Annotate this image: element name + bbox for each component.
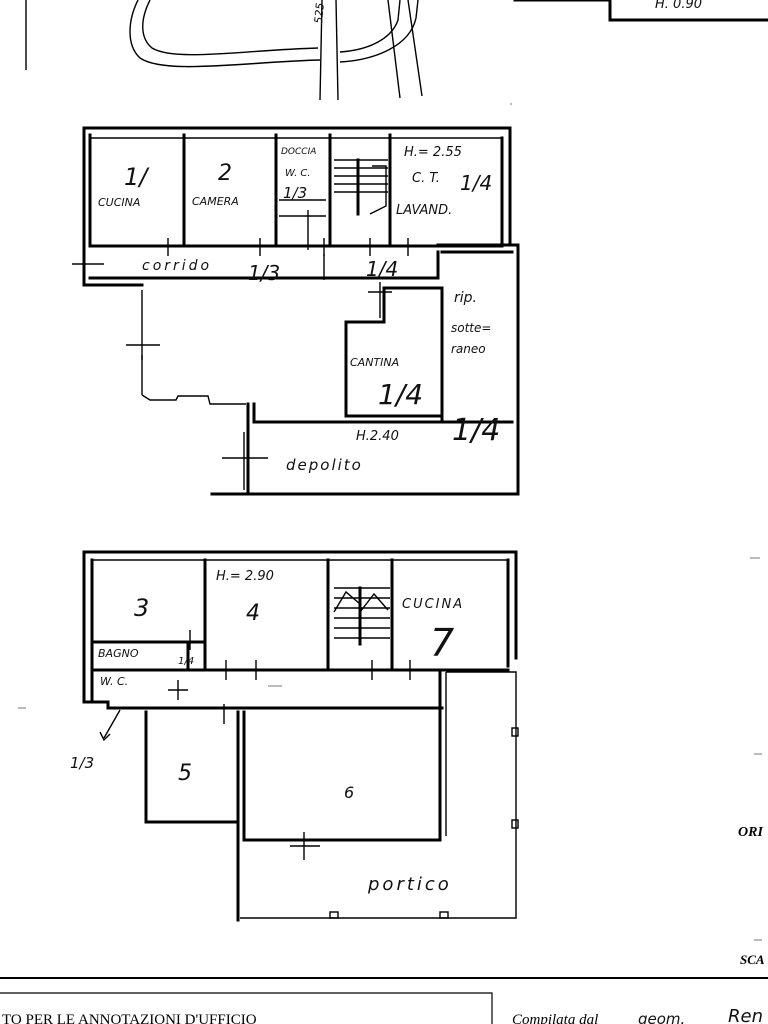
room-4-height: H.= 2.90 (216, 569, 274, 584)
bagno-share: 1/3 (70, 754, 94, 772)
footer-rules (0, 977, 768, 1024)
lavand-name-2: LAVAND. (396, 203, 452, 218)
rip-share: 1/4 (452, 413, 500, 448)
rip-line-1: rip. (454, 290, 477, 306)
room-2-number: 2 (218, 161, 232, 186)
top-fragment-label: H. 0.90 (655, 0, 702, 12)
lavand-name: C. T. (412, 171, 440, 186)
room-1-number: 1/ (124, 163, 150, 191)
bagno-label: BAGNO (98, 647, 139, 660)
upper-plan-details (72, 158, 409, 490)
doccia-wc-label: W. C. (285, 168, 311, 179)
room-6-number: 6 (344, 783, 354, 802)
room-3-number: 3 (134, 594, 149, 622)
site-map-fragment: 525 H. 0.90 (25, 0, 768, 101)
room-4-number: 4 (246, 601, 260, 626)
rip-line-3: raneo (451, 342, 486, 356)
corridor-share: 1/3 (248, 261, 280, 285)
corridor-label: corrido (142, 258, 212, 274)
doccia-share: 1/3 (283, 184, 307, 202)
portico-label: portico (367, 874, 452, 895)
stair-share: 1/4 (366, 257, 398, 281)
deposito-height: H.2.40 (356, 429, 399, 444)
svg-text:525: 525 (312, 2, 327, 24)
lavand-share: 1/4 (460, 171, 492, 195)
room-1-name: CUCINA (98, 196, 140, 209)
lavand-height: H.= 2.55 (404, 145, 462, 160)
lower-plan-details (99, 586, 519, 919)
margin-sca: SCA (740, 952, 765, 967)
room-2-name: CAMERA (192, 195, 239, 208)
office-annotations-header: TO PER LE ANNOTAZIONI D'UFFICIO (2, 1012, 257, 1024)
doccia-label: DOCCIA (281, 147, 316, 157)
bagno-wc-label: W. C. (100, 675, 128, 688)
rip-line-2: sotte= (451, 321, 491, 335)
cantina-share: 1/4 (378, 378, 423, 411)
room-5-number: 5 (178, 761, 192, 786)
upper-plan-walls (82, 126, 520, 496)
small-share: 1/4 (178, 656, 194, 667)
cucina-label: CUCINA (402, 597, 464, 612)
lower-plan-walls (82, 550, 518, 922)
margin-ori: ORI (738, 825, 763, 840)
compiled-by-name: Ren (728, 1006, 763, 1024)
deposito-label: depolito (286, 456, 363, 474)
cantina-label: CANTINA (350, 356, 399, 369)
margin-marks (18, 103, 762, 941)
compiled-by-label: Compilata dal (512, 1012, 598, 1024)
compiled-by-title: geom. (638, 1010, 685, 1024)
cucina-number: 7 (430, 621, 454, 665)
